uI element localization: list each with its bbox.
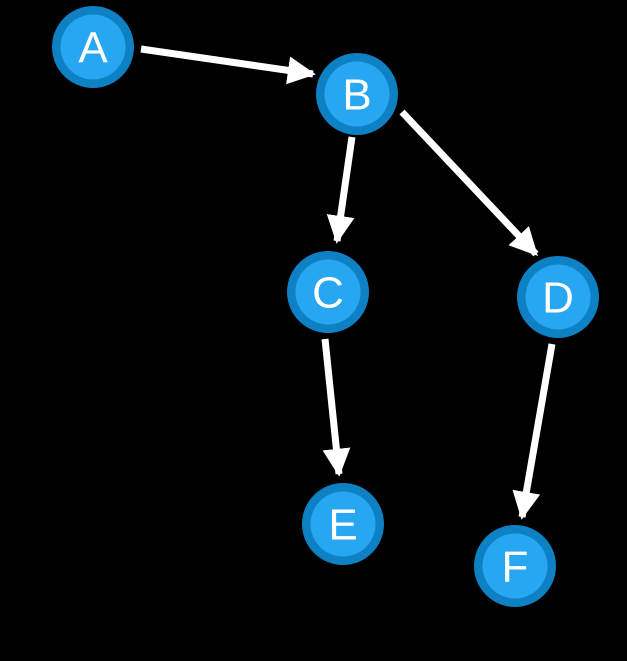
node-inner-circle — [310, 491, 376, 557]
node-inner-circle — [525, 264, 591, 330]
node-inner-circle — [482, 533, 548, 599]
node-inner-circle — [295, 259, 361, 325]
edge-C-E — [321, 338, 351, 477]
edge-D-F — [512, 343, 556, 520]
node-inner-circle — [324, 61, 390, 127]
edge-B-C — [326, 136, 356, 244]
node-A[interactable]: A — [52, 6, 134, 88]
node-D[interactable]: D — [517, 256, 599, 338]
node-F[interactable]: F — [474, 525, 556, 607]
node-C[interactable]: C — [287, 251, 369, 333]
edge-A-B — [140, 45, 316, 85]
node-inner-circle — [60, 14, 126, 80]
node-B[interactable]: B — [316, 53, 398, 135]
edge-B-D — [399, 109, 539, 257]
edges-layer — [140, 45, 556, 520]
node-E[interactable]: E — [302, 483, 384, 565]
